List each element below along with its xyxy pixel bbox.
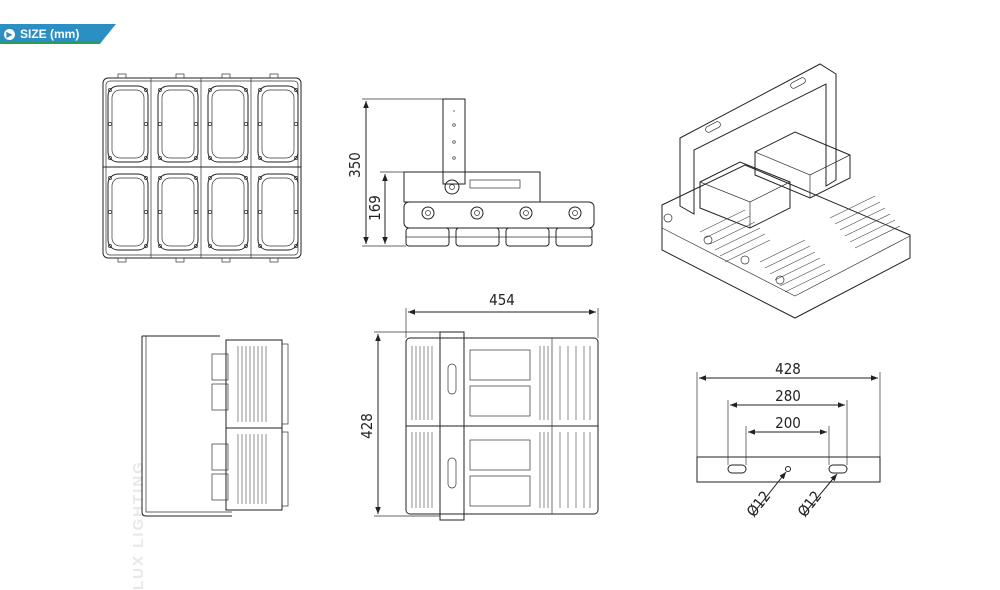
size-badge-label: SIZE (mm) (20, 27, 80, 41)
center-hole (785, 466, 791, 472)
slot-left (727, 464, 747, 474)
isometric-view (661, 63, 911, 319)
bracket-plate (696, 456, 881, 483)
dim-side-height-total: 350 (346, 152, 364, 178)
dim-bracket-inner-holes: 200 (775, 414, 801, 432)
chevron-right-icon: ▶ (4, 28, 15, 40)
bottom-view: 454 428 (358, 291, 599, 521)
profile-view (141, 335, 289, 517)
side-view: 350 169 (346, 98, 595, 247)
iso-fins (699, 195, 901, 293)
dim-bracket-outer-holes: 280 (775, 387, 801, 405)
dim-hole-right: Ø12 (794, 487, 825, 520)
front-frame (102, 77, 302, 259)
bracket-detail: 428 280 200 Ø12 Ø12 (696, 360, 881, 520)
dim-bottom-height: 428 (358, 413, 376, 439)
dim-side-height-body: 169 (366, 195, 384, 221)
dim-bottom-width: 454 (489, 291, 515, 309)
size-badge: ▶ SIZE (mm) (0, 24, 116, 44)
slot-right (828, 464, 848, 474)
front-view (102, 73, 302, 263)
profile-fins (237, 346, 267, 504)
dim-bracket-total: 428 (775, 360, 801, 378)
bottom-fins (411, 346, 591, 508)
